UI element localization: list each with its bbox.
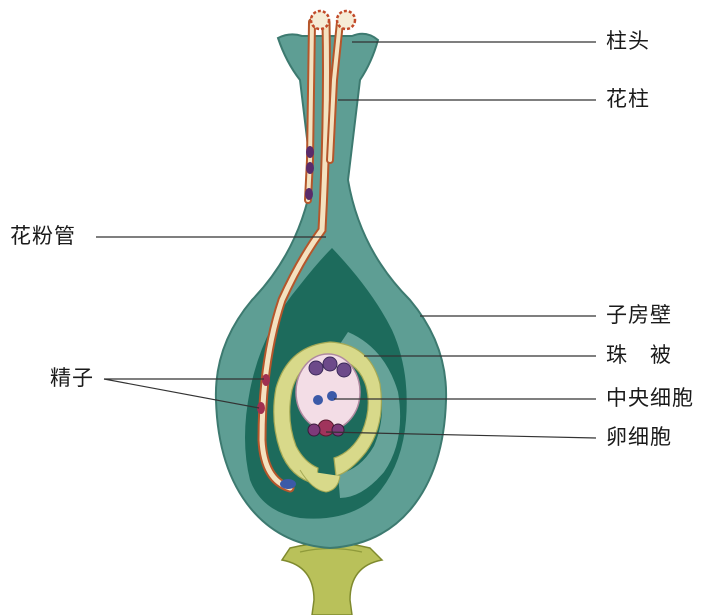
label-pollen-tube: 花粉管: [10, 226, 76, 247]
sperm-cell: [262, 374, 270, 386]
label-central-cell: 中央细胞: [606, 388, 694, 409]
sperm-cell: [306, 162, 314, 174]
label-egg-cell: 卵细胞: [606, 427, 672, 448]
receptacle: [282, 543, 382, 615]
egg-cell: [318, 420, 334, 436]
pollen-grain: [311, 11, 329, 29]
tube-nucleus: [280, 479, 296, 489]
pollen-grain: [337, 11, 355, 29]
sperm-cell: [305, 188, 313, 200]
label-ovary-wall: 子房壁: [606, 305, 672, 326]
label-integument: 珠 被: [606, 345, 672, 366]
label-style: 花柱: [606, 89, 650, 110]
label-stigma: 柱头: [606, 31, 650, 52]
sperm-cell: [306, 146, 314, 158]
label-sperm: 精子: [50, 368, 94, 389]
